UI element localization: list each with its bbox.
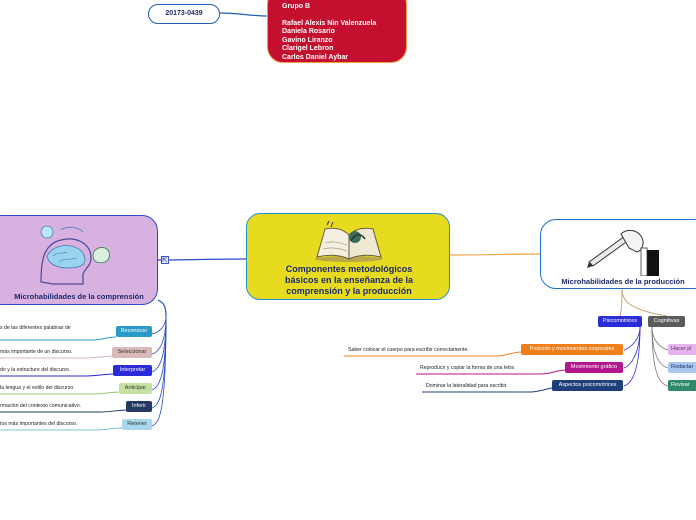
comprension-title: Microhabilidades de la comprensión: [14, 292, 144, 301]
group-member: Clarigel Lebron: [282, 45, 334, 53]
seleccionar-text: más importante de un discurso.: [0, 349, 73, 355]
brain-idea-icon: [40, 225, 110, 285]
group-member: Rafael Alexis Nin Valenzuela: [282, 19, 377, 27]
cognitivas-tag[interactable]: Cognitivas: [648, 316, 685, 327]
open-book-icon: [315, 220, 383, 262]
central-title-line: comprensión y la producción: [286, 285, 412, 296]
writing-hand-icon: [587, 229, 659, 276]
group-heading: Grupo B: [282, 3, 310, 10]
central-title-line: básicos en la enseñanza de la: [284, 274, 414, 285]
inferir-tag[interactable]: Inferir: [126, 401, 152, 412]
group-member: Carlos Daniel Aybar: [282, 53, 349, 61]
group-members-node[interactable]: Grupo B Rafael Alexis Nin Valenzuela Dan…: [267, 0, 407, 63]
central-topic-node[interactable]: Componentes metodológicos básicos en la …: [246, 213, 450, 300]
reconocer-tag[interactable]: Reconocer: [116, 326, 152, 337]
group-member: Daniela Rosario: [282, 28, 335, 36]
posicion-text: Saber colocar el cuerpo para escribir co…: [348, 347, 469, 353]
interpretar-text: do y la estructure del discurso.: [0, 367, 71, 373]
interpretar-tag[interactable]: Interpretar: [113, 365, 152, 376]
seleccionar-tag[interactable]: Seleccionar: [112, 347, 152, 358]
aspectos-psicomotrices-tag[interactable]: Aspectos psicomotrices: [552, 380, 623, 391]
anticipar-tag[interactable]: Anticipar: [119, 383, 152, 394]
hacer-planes-tag[interactable]: Hacer pl: [668, 344, 696, 355]
posicion-tag[interactable]: Posición y movimientos corporales: [521, 344, 623, 355]
produccion-title: Microhabilidades de la producción: [561, 277, 685, 286]
expand-icon[interactable]: [161, 256, 169, 264]
retener-text: tos más importantes del discurso.: [0, 421, 78, 427]
comprension-topic-node[interactable]: Microhabilidades de la comprensión: [0, 215, 158, 305]
revisar-tag[interactable]: Revisar: [668, 380, 696, 391]
central-topic-title: Componentes metodológicos básicos en la …: [247, 264, 451, 296]
aspectos-psicomotrices-text: Dominar la lateralidad para escribir.: [426, 383, 508, 389]
psicomotrices-tag[interactable]: Psicomotrices: [598, 316, 642, 327]
reconocer-text: s de las diferentes palabras de: [0, 325, 71, 331]
group-member: Gavino Liranzo: [282, 36, 333, 44]
movimiento-grafico-text: Reproducir y copiar la forma de una letr…: [420, 365, 514, 371]
redactar-tag[interactable]: Redactar: [668, 362, 696, 373]
movimiento-grafico-tag[interactable]: Movimiento gráfico: [565, 362, 623, 373]
student-id-node[interactable]: 20173-0439: [148, 4, 220, 24]
inferir-text: rmación del contexto comunicativo.: [0, 403, 82, 409]
central-title-line: Componentes metodológicos: [285, 264, 413, 274]
retener-tag[interactable]: Retener: [122, 419, 152, 430]
produccion-topic-node[interactable]: Microhabilidades de la producción: [540, 219, 696, 289]
anticipar-text: la lengua y el estilo del discurso.: [0, 385, 75, 391]
